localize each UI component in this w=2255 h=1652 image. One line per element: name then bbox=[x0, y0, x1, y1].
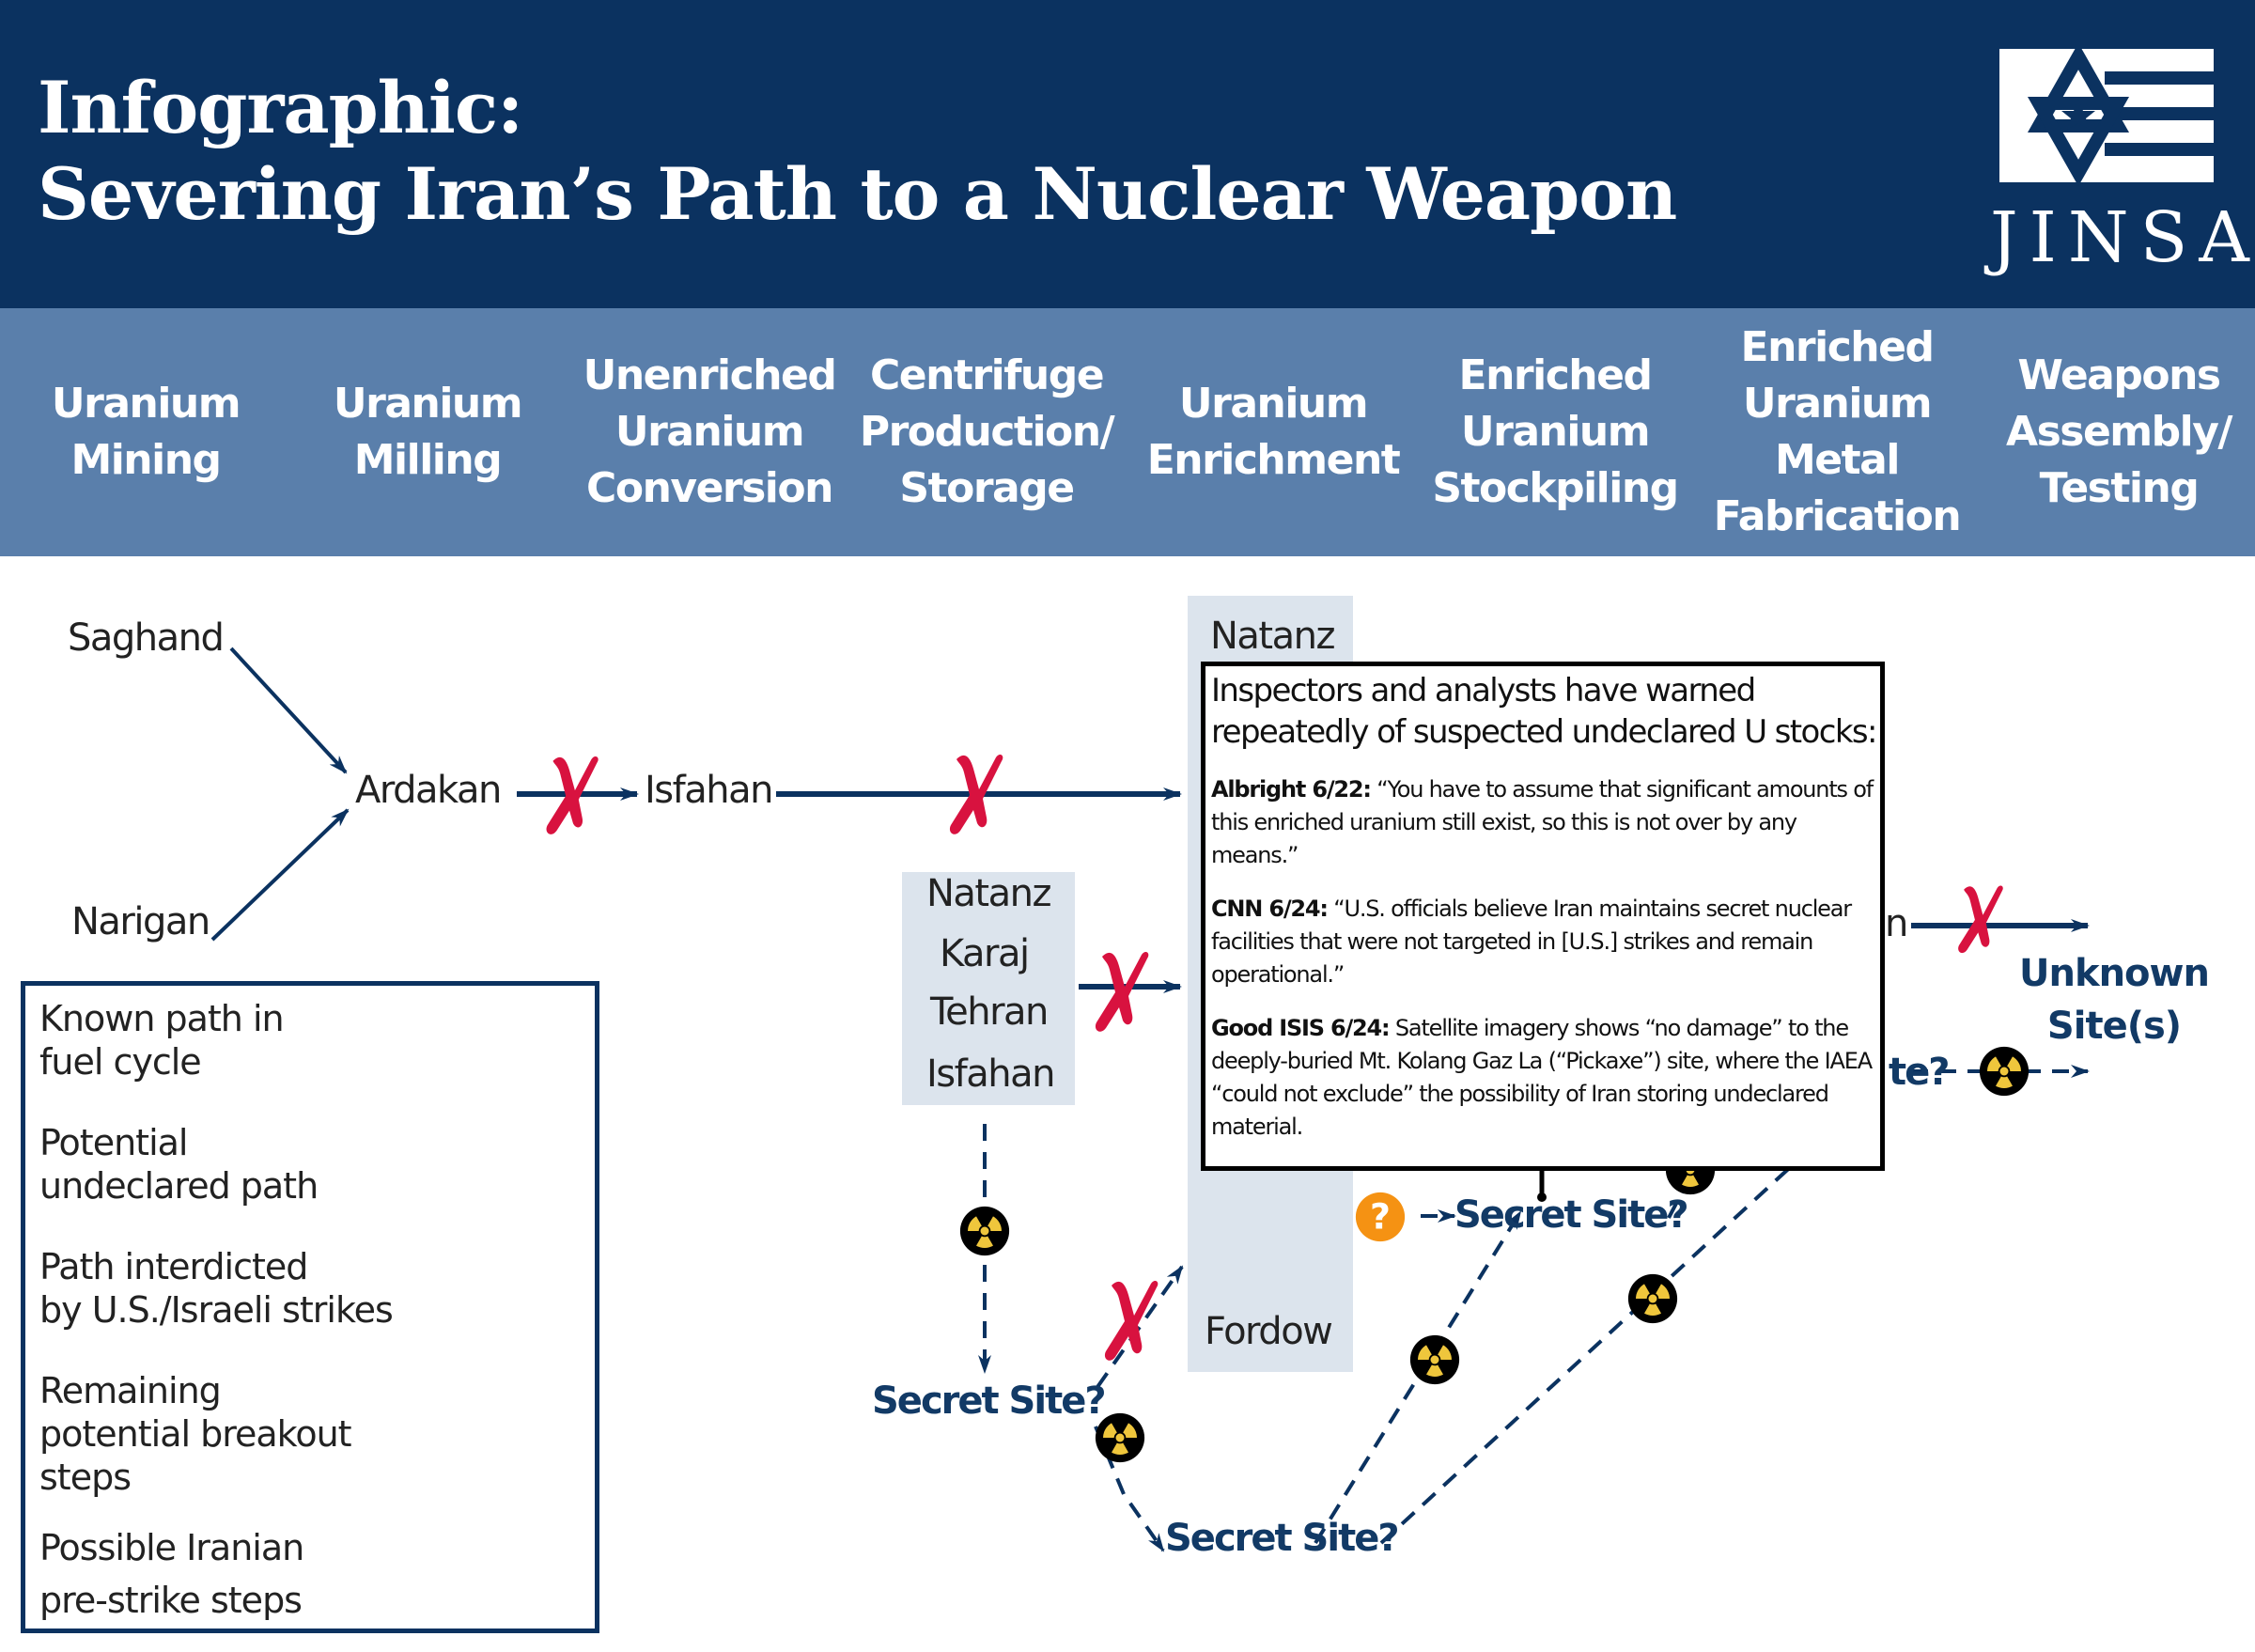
page-title-line-2: Severing Iran’s Path to a Nuclear Weapon bbox=[38, 152, 1677, 236]
legend-label-known-path: Known path in fuel cycle bbox=[39, 998, 285, 1083]
secret-site-partial: te? bbox=[1889, 1051, 1950, 1094]
strike-x-icon bbox=[1958, 885, 2003, 954]
radiation-icon bbox=[1627, 1273, 1678, 1324]
quote-source: Good ISIS 6/24: bbox=[1211, 1015, 1391, 1041]
site-narigan: Narigan bbox=[71, 900, 210, 943]
stage-uranium-enrichment: Uranium Enrichment bbox=[1146, 380, 1401, 484]
strike-x-icon bbox=[1095, 952, 1149, 1032]
centrifuge-site-box bbox=[902, 872, 1075, 1105]
callout-intro: Inspectors and analysts have warned repe… bbox=[1211, 672, 1877, 751]
stage-unenriched-conversion: Unenriched Uranium Conversion bbox=[583, 351, 837, 512]
callout-connector-dot bbox=[1537, 1192, 1547, 1202]
arrow-saghand-ardakan bbox=[229, 647, 348, 774]
radiation-icon bbox=[959, 1206, 1010, 1256]
quote-source: Albright 6/22: bbox=[1211, 776, 1372, 803]
legend-box: Known path in fuel cycle Potential undec… bbox=[21, 981, 599, 1633]
secret-site-2: Secret Site? bbox=[1165, 1517, 1400, 1560]
secret-site-1: Secret Site? bbox=[872, 1379, 1107, 1423]
quote-source: CNN 6/24: bbox=[1211, 896, 1329, 922]
site-natanz-enrichment: Natanz bbox=[1210, 615, 1335, 658]
radiation-icon bbox=[1409, 1334, 1460, 1385]
legend-label-pre-strike: Possible Iranian pre-strike steps bbox=[39, 1527, 304, 1621]
stage-enriched-stockpiling: Enriched Uranium Stockpiling bbox=[1432, 351, 1679, 512]
quote-text: “U.S. officials believe Iran maintains s… bbox=[1211, 896, 1852, 988]
header-banner: Infographic: Severing Iran’s Path to a N… bbox=[0, 0, 2255, 308]
dashed-secret-2-to-secret-3 bbox=[1314, 1210, 1522, 1545]
site-saghand: Saghand bbox=[68, 616, 225, 660]
fuel-cycle-stage-bar: Uranium Mining Uranium Milling Unenriche… bbox=[0, 308, 2255, 556]
site-tehran: Tehran bbox=[930, 990, 1049, 1034]
site-fordow: Fordow bbox=[1205, 1310, 1333, 1353]
logo-wordmark: JINSA bbox=[1990, 197, 2255, 278]
secret-site-3: Secret Site? bbox=[1454, 1193, 1689, 1237]
quote-text: “You have to assume that significant amo… bbox=[1211, 776, 1874, 868]
dashed-secret-to-secret-2 bbox=[1094, 1426, 1165, 1552]
site-karaj: Karaj bbox=[940, 932, 1030, 975]
unknown-sites-label: Unknown Site(s) bbox=[2019, 952, 2210, 1048]
stage-uranium-milling: Uranium Milling bbox=[333, 380, 523, 484]
dashed-secret-to-fordow bbox=[1096, 1265, 1184, 1389]
legend-label-interdicted: Path interdicted by U.S./Israeli strikes bbox=[39, 1246, 394, 1331]
site-stockpile-partial: n bbox=[1885, 902, 1908, 945]
site-isfahan: Isfahan bbox=[645, 769, 773, 812]
legend-label-breakout: Remaining potential breakout steps bbox=[39, 1370, 352, 1498]
callout-quote-cnn: CNN 6/24: “U.S. officials believe Iran m… bbox=[1211, 893, 1876, 991]
dashed-secret-2-to-stockpile bbox=[1379, 1160, 1798, 1545]
question-icon bbox=[1355, 1192, 1406, 1242]
site-isfahan-centrifuge: Isfahan bbox=[926, 1052, 1055, 1096]
legend-label-potential-path: Potential undeclared path bbox=[39, 1122, 319, 1207]
arrow-narigan-ardakan bbox=[210, 808, 350, 942]
callout-quote-albright: Albright 6/22: “You have to assume that … bbox=[1211, 773, 1876, 872]
stage-weapons-assembly: Weapons Assembly/ Testing bbox=[2006, 351, 2232, 512]
stage-uranium-mining: Uranium Mining bbox=[51, 380, 241, 484]
page-title-line-1: Infographic: bbox=[38, 66, 523, 149]
intelligence-callout-box: Inspectors and analysts have warned repe… bbox=[1201, 662, 1885, 1171]
site-natanz-centrifuge: Natanz bbox=[926, 872, 1051, 915]
site-ardakan: Ardakan bbox=[355, 769, 502, 812]
radiation-icon bbox=[1979, 1046, 2030, 1097]
stage-metal-fabrication: Enriched Uranium Metal Fabrication bbox=[1713, 323, 1962, 540]
jinsa-logo-icon bbox=[1999, 45, 2217, 187]
strike-x-icon bbox=[1104, 1281, 1159, 1361]
stage-centrifuge-production: Centrifuge Production/ Storage bbox=[859, 351, 1115, 512]
callout-quote-isis: Good ISIS 6/24: Satellite imagery shows … bbox=[1211, 1012, 1876, 1144]
quote-text: Satellite imagery shows “no damage” to t… bbox=[1211, 1015, 1873, 1140]
